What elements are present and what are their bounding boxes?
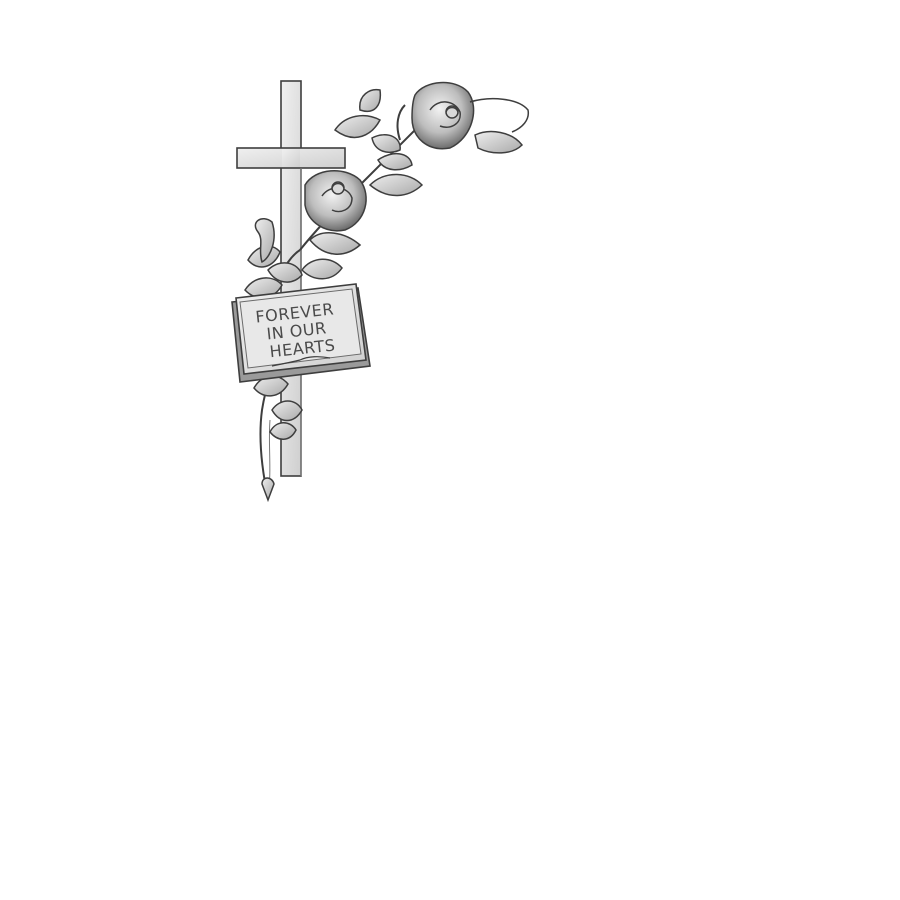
leaves [244,88,424,440]
leaf-icon [333,114,382,139]
rose-icon [411,81,475,150]
leaf-icon [308,232,362,255]
bud-icon [261,477,275,503]
leaf-icon [269,422,297,440]
leaf-icon [368,173,424,197]
leaf-icon [377,153,413,171]
leaf-icon [301,258,343,280]
leaf-icon [371,134,401,153]
scroll-icon [254,218,275,264]
rose-bud-icon [469,97,530,154]
open-book-icon [231,283,371,383]
leaf-icon [271,400,303,422]
rose-stems [259,104,426,499]
rose-icon [304,169,367,232]
leaf-icon [267,262,303,283]
leaf-icon [359,88,382,112]
